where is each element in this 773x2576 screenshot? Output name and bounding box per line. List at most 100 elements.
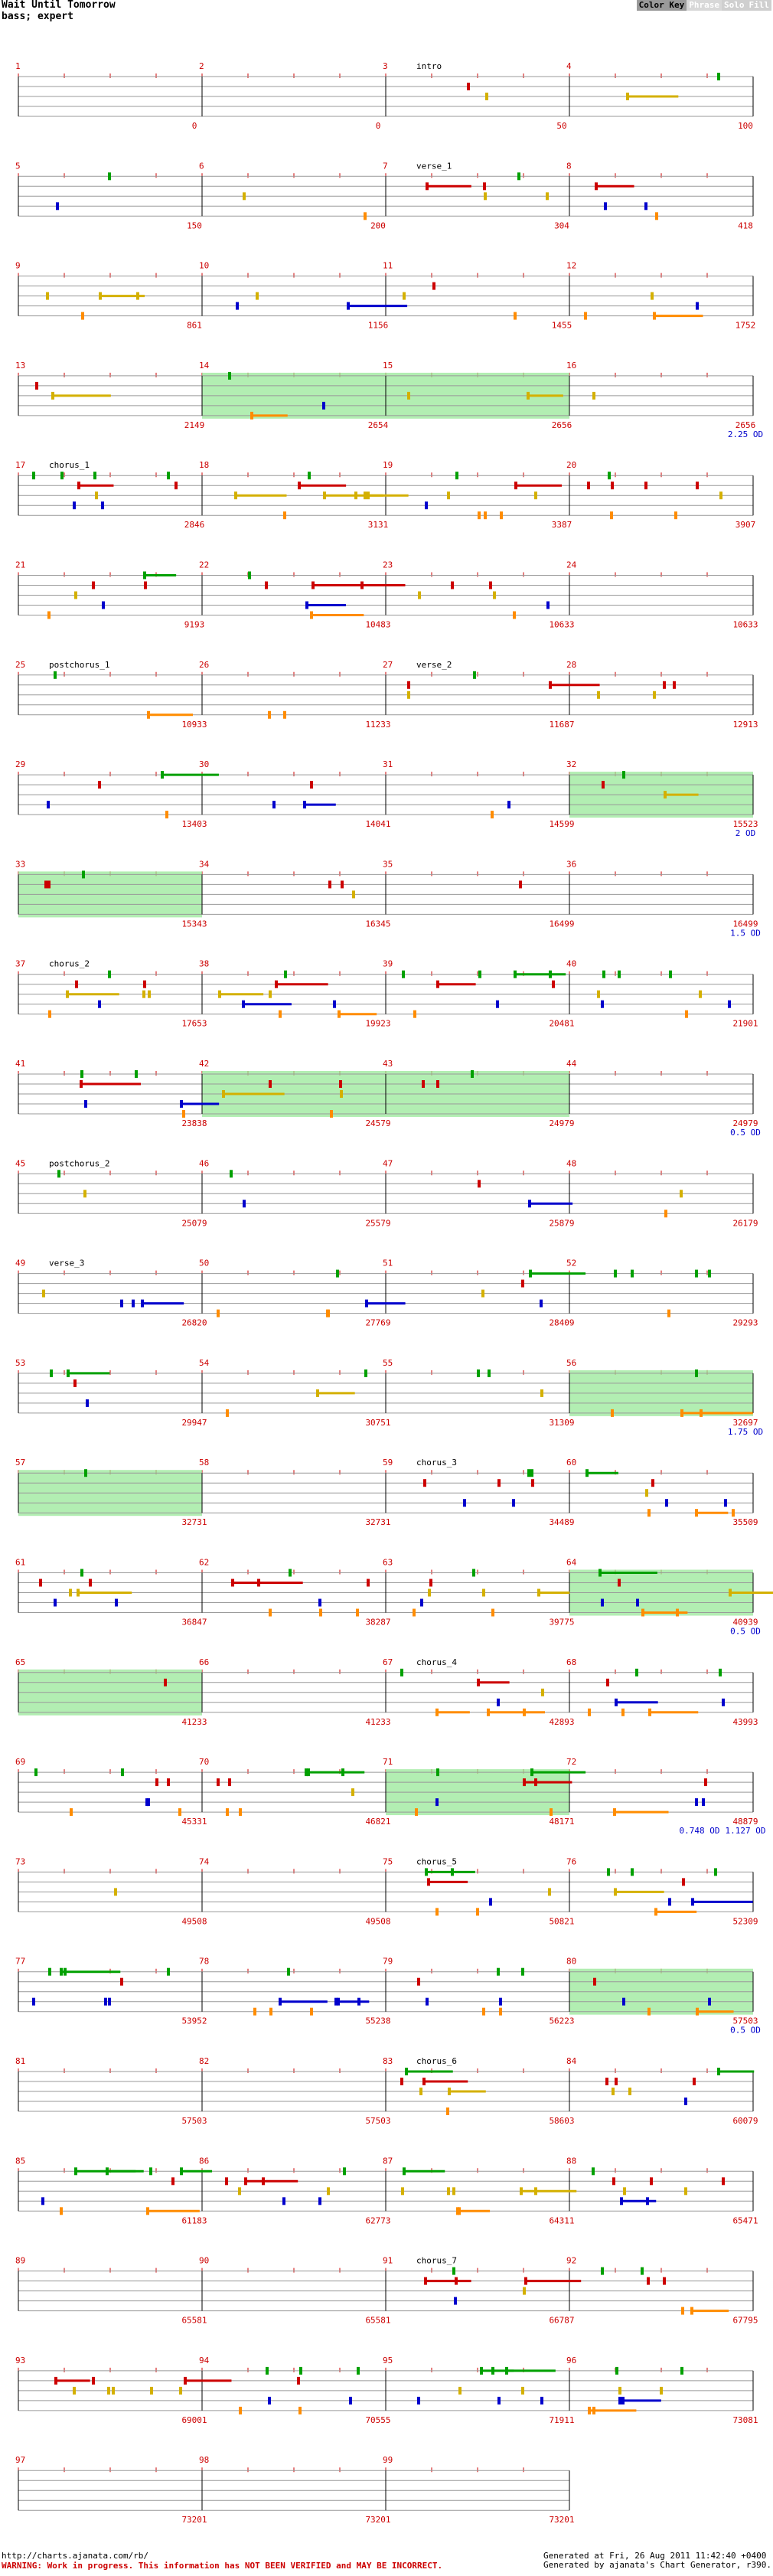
cumulative-score: 24579 bbox=[365, 1118, 390, 1128]
note-gem bbox=[483, 182, 486, 191]
note-gem bbox=[685, 1010, 688, 1018]
note-gem bbox=[523, 1708, 526, 1716]
cumulative-score: 73081 bbox=[732, 2415, 758, 2425]
note-gem bbox=[601, 1598, 604, 1607]
note-gem bbox=[655, 212, 658, 220]
measure-number: 29 bbox=[15, 759, 25, 769]
note-gem bbox=[491, 1608, 494, 1617]
note-gem bbox=[367, 1579, 370, 1587]
note-gem bbox=[269, 990, 272, 998]
note-gem bbox=[150, 2386, 153, 2395]
note-gem bbox=[497, 1967, 500, 1976]
note-gem bbox=[322, 401, 325, 410]
note-gem bbox=[364, 1369, 367, 1377]
note-gem bbox=[228, 1778, 231, 1787]
note-gem bbox=[330, 1110, 333, 1118]
note-gem bbox=[112, 2386, 115, 2395]
note-gem bbox=[35, 381, 38, 390]
note-gem bbox=[636, 1598, 639, 1607]
measure-number: 44 bbox=[566, 1059, 577, 1069]
note-gem bbox=[541, 1688, 544, 1696]
section-label: verse_3 bbox=[49, 1259, 84, 1268]
note-gem bbox=[269, 1080, 272, 1088]
note-gem bbox=[507, 801, 510, 809]
note-gem bbox=[364, 212, 367, 220]
note-gem bbox=[142, 990, 145, 998]
measure-number: 97 bbox=[15, 2455, 25, 2465]
measure-number: 76 bbox=[566, 1856, 576, 1866]
cumulative-score: 48879 bbox=[732, 1817, 758, 1827]
note-gem bbox=[592, 391, 595, 400]
note-gem bbox=[402, 970, 405, 978]
note-gem bbox=[92, 2376, 95, 2385]
measure-number: 40 bbox=[566, 959, 576, 969]
measure-number: 46 bbox=[199, 1158, 209, 1168]
note-gem bbox=[155, 1778, 158, 1787]
note-gem bbox=[287, 1967, 290, 1976]
note-gem bbox=[521, 1279, 524, 1288]
note-gem bbox=[612, 2088, 615, 2095]
cumulative-score: 150 bbox=[187, 220, 202, 230]
note-gem bbox=[719, 1668, 722, 1677]
note-gem bbox=[680, 1190, 683, 1198]
note-gem bbox=[512, 1499, 515, 1507]
overdrive-label: 0.5 OD bbox=[730, 1128, 761, 1138]
note-gem bbox=[519, 880, 522, 889]
note-gem bbox=[665, 1499, 668, 1507]
note-gem bbox=[279, 1010, 282, 1018]
overdrive-label: 0.5 OD bbox=[730, 2026, 761, 2036]
note-gem bbox=[618, 2386, 621, 2395]
measure-number: 80 bbox=[566, 1957, 576, 1967]
note-gem bbox=[226, 1808, 229, 1817]
section-label: chorus_6 bbox=[416, 2056, 457, 2066]
measure-number: 99 bbox=[383, 2455, 393, 2465]
cumulative-score: 3387 bbox=[552, 520, 572, 530]
note-gem bbox=[81, 312, 84, 320]
measure-number: 66 bbox=[199, 1657, 209, 1667]
note-gem bbox=[680, 2366, 683, 2375]
note-gem bbox=[622, 771, 625, 779]
cumulative-score: 69001 bbox=[181, 2415, 207, 2425]
note-gem bbox=[719, 491, 722, 500]
note-gem bbox=[148, 990, 151, 998]
measure-number: 8 bbox=[566, 161, 572, 171]
note-gem bbox=[269, 2007, 272, 2016]
cumulative-score: 12913 bbox=[732, 720, 758, 730]
cumulative-score: 29947 bbox=[181, 1418, 207, 1428]
note-gem bbox=[349, 2396, 352, 2405]
note-gem bbox=[407, 691, 410, 699]
cumulative-score: 27769 bbox=[365, 1318, 390, 1328]
note-gem bbox=[674, 511, 677, 520]
measure-number: 45 bbox=[15, 1158, 25, 1168]
measure-number: 42 bbox=[199, 1059, 209, 1069]
cumulative-score: 0 bbox=[192, 121, 197, 131]
section-label: chorus_1 bbox=[49, 460, 90, 470]
note-gem bbox=[476, 1908, 479, 1916]
cumulative-score: 14599 bbox=[549, 819, 574, 829]
measure-number: 62 bbox=[199, 1558, 209, 1568]
note-gem bbox=[327, 2187, 330, 2196]
overdrive-label: 1.5 OD bbox=[730, 928, 761, 938]
note-gem bbox=[328, 880, 331, 889]
note-gem bbox=[268, 710, 271, 719]
cumulative-score: 2846 bbox=[184, 520, 205, 530]
note-gem bbox=[336, 1269, 339, 1278]
measure-number: 63 bbox=[383, 1558, 393, 1568]
note-gem bbox=[681, 2307, 684, 2315]
note-gem bbox=[606, 1678, 609, 1686]
note-gem bbox=[699, 990, 702, 998]
note-gem bbox=[144, 581, 147, 589]
note-gem bbox=[149, 2167, 152, 2176]
note-gem bbox=[226, 1409, 229, 1417]
note-gem bbox=[546, 192, 549, 201]
footer-generated-by: Generated by ajanata's Chart Generator, … bbox=[543, 2560, 771, 2570]
measure-number: 87 bbox=[383, 2156, 393, 2166]
section-label: postchorus_2 bbox=[49, 1158, 109, 1168]
measure-number: 6 bbox=[199, 161, 204, 171]
footer-url[interactable]: http://charts.ajanata.com/rb/ bbox=[2, 2551, 149, 2561]
measure-number: 30 bbox=[199, 759, 209, 769]
note-gem bbox=[500, 511, 503, 520]
note-gem bbox=[614, 1269, 617, 1278]
note-gem bbox=[95, 491, 98, 500]
